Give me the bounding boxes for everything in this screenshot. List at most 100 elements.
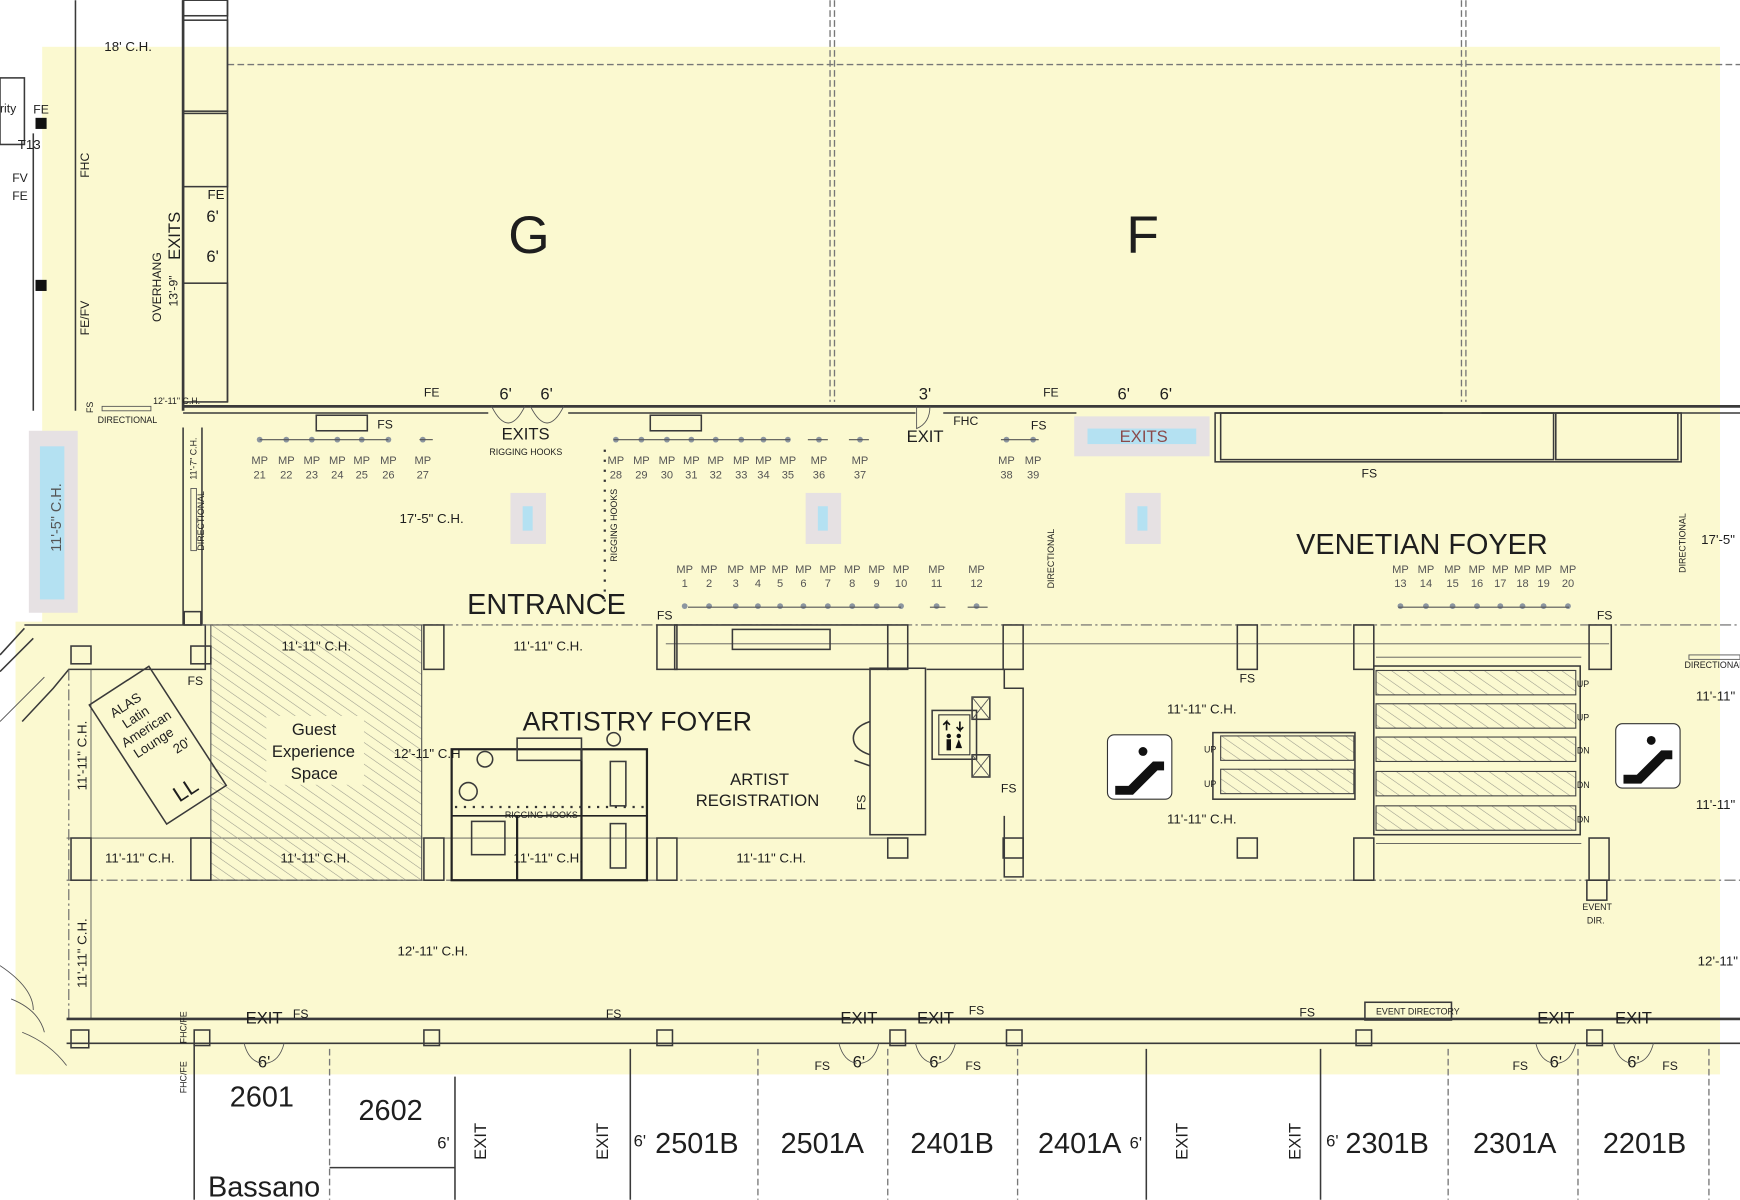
door-width-label: 6' bbox=[206, 207, 218, 226]
ceiling-height-label: 11'-11" bbox=[1696, 688, 1736, 703]
rigging-hooks-label: RIGGING HOOKS bbox=[505, 810, 578, 820]
mp-dot bbox=[1540, 603, 1547, 609]
mp-prefix: MP bbox=[733, 455, 750, 467]
mp-number: 10 bbox=[895, 578, 907, 590]
mp-prefix: MP bbox=[1514, 564, 1531, 576]
mp-prefix: MP bbox=[928, 564, 945, 576]
mp-dot bbox=[385, 436, 392, 443]
guest-experience-label: Guest bbox=[292, 720, 337, 739]
meeting-room-wall bbox=[66, 1001, 1740, 1200]
meeting-room-2401a[interactable]: 2401A bbox=[1038, 1128, 1122, 1160]
exit-label: EXIT bbox=[917, 1008, 954, 1027]
ceiling-height-11-5: 11'-5" C.H. bbox=[49, 483, 65, 551]
mp-prefix: MP bbox=[608, 455, 625, 467]
fe-label: FE bbox=[1043, 385, 1059, 399]
mp-number: 9 bbox=[874, 578, 880, 590]
mp-marker-1[interactable]: MP1 bbox=[676, 564, 693, 609]
mp-number: 37 bbox=[854, 469, 866, 481]
door-swing bbox=[243, 1043, 285, 1064]
mp-number: 31 bbox=[685, 469, 697, 481]
escalator-icon bbox=[1615, 723, 1681, 789]
left-floor-strip bbox=[15, 621, 49, 1075]
overhang-label: OVERHANG bbox=[150, 252, 164, 322]
fs-label: FS bbox=[1031, 419, 1047, 433]
artistry-foyer-label: ARTISTRY FOYER bbox=[523, 706, 752, 736]
mp-dot bbox=[800, 603, 807, 609]
mp-prefix: MP bbox=[633, 455, 650, 467]
mp-prefix: MP bbox=[968, 564, 985, 576]
exits-label-left: EXITS bbox=[165, 212, 184, 260]
fhc-fe-label: FHC/FE bbox=[178, 1061, 188, 1093]
guest-experience-label: Experience bbox=[272, 742, 355, 761]
security-partial-label: rity bbox=[0, 101, 17, 115]
ceiling-height-17-5: 17'-5" C.H. bbox=[399, 511, 463, 526]
directional-sign-label: DIRECTIONAL bbox=[1678, 513, 1688, 573]
escalator-bank-large bbox=[1373, 656, 1582, 845]
directional-sign-label: DIRECTIONAL bbox=[196, 491, 206, 551]
mp-number: 33 bbox=[735, 469, 747, 481]
meeting-room-2501b[interactable]: 2501B bbox=[655, 1128, 738, 1160]
exit-highlight-water bbox=[1087, 428, 1197, 445]
exits-label: EXITS bbox=[502, 425, 550, 444]
event-dir-label: DIR. bbox=[1587, 915, 1605, 925]
meeting-room-2501a[interactable]: 2501A bbox=[781, 1128, 865, 1160]
mp-number: 3 bbox=[733, 578, 739, 590]
ceiling-height-label: 11'-11" C.H. bbox=[105, 850, 175, 865]
exit-label: EXIT bbox=[246, 1008, 283, 1027]
door-width-label: 6' bbox=[1550, 1053, 1562, 1072]
door-swing bbox=[1535, 1043, 1577, 1064]
mp-dot bbox=[849, 603, 856, 609]
door-width-label: 6' bbox=[437, 1134, 449, 1153]
left-corridor bbox=[0, 0, 207, 1066]
mp-number: 2 bbox=[706, 578, 712, 590]
mp-dot bbox=[1474, 603, 1480, 609]
door-swing bbox=[838, 1043, 880, 1064]
mp-prefix: MP bbox=[1392, 564, 1409, 576]
meeting-room-2401b[interactable]: 2401B bbox=[910, 1128, 993, 1160]
mp-number: 7 bbox=[825, 578, 831, 590]
exits-label-highlight: EXITS bbox=[1120, 427, 1168, 446]
mp-number: 29 bbox=[635, 469, 647, 481]
meeting-room-2601[interactable]: 2601 bbox=[230, 1082, 294, 1114]
mp-number: 4 bbox=[755, 578, 761, 590]
fhc-fe-label: FHC/FE bbox=[178, 1011, 188, 1043]
fs-label: FS bbox=[1001, 782, 1017, 796]
fs-label: FS bbox=[85, 402, 95, 413]
meeting-room-bassano[interactable]: Bassano bbox=[208, 1171, 320, 1200]
ceiling-height-11-11-vertical: 11'-11" C.H. bbox=[75, 721, 90, 791]
mp-prefix: MP bbox=[795, 564, 812, 576]
fs-label: FS bbox=[1662, 1059, 1678, 1073]
mp-prefix: MP bbox=[727, 564, 744, 576]
door-width-label: 6' bbox=[540, 385, 552, 404]
door-width-label: 6' bbox=[258, 1053, 270, 1072]
fs-label: FS bbox=[1597, 608, 1613, 622]
mp-dot bbox=[873, 603, 880, 609]
mp-prefix: MP bbox=[998, 455, 1015, 467]
fe-label: FE bbox=[33, 102, 49, 116]
door-width-label: 6' bbox=[206, 247, 218, 266]
ceiling-height-label: 11'-11" C.H. bbox=[1167, 812, 1237, 827]
mp-dot bbox=[777, 603, 784, 609]
fs-label: FS bbox=[1362, 466, 1378, 480]
directional-sign-label: DIRECTIONAL bbox=[98, 415, 158, 425]
meeting-room-2301a[interactable]: 2301A bbox=[1473, 1128, 1557, 1160]
mp-number: 6 bbox=[800, 578, 806, 590]
exit-label-vertical: EXIT bbox=[1286, 1123, 1305, 1160]
mp-prefix: MP bbox=[304, 455, 321, 467]
meeting-room-2201b[interactable]: 2201B bbox=[1603, 1128, 1686, 1160]
meeting-room-2301b[interactable]: 2301B bbox=[1345, 1128, 1428, 1160]
meeting-room-2602[interactable]: 2602 bbox=[359, 1095, 423, 1127]
mp-dot bbox=[1519, 603, 1526, 609]
mp-dot bbox=[973, 603, 980, 609]
mp-number: 22 bbox=[280, 469, 292, 481]
fs-label: FS bbox=[814, 1059, 830, 1073]
door-width-label: 6' bbox=[853, 1053, 865, 1072]
mp-number: 8 bbox=[849, 578, 855, 590]
mp-dot bbox=[732, 603, 739, 609]
